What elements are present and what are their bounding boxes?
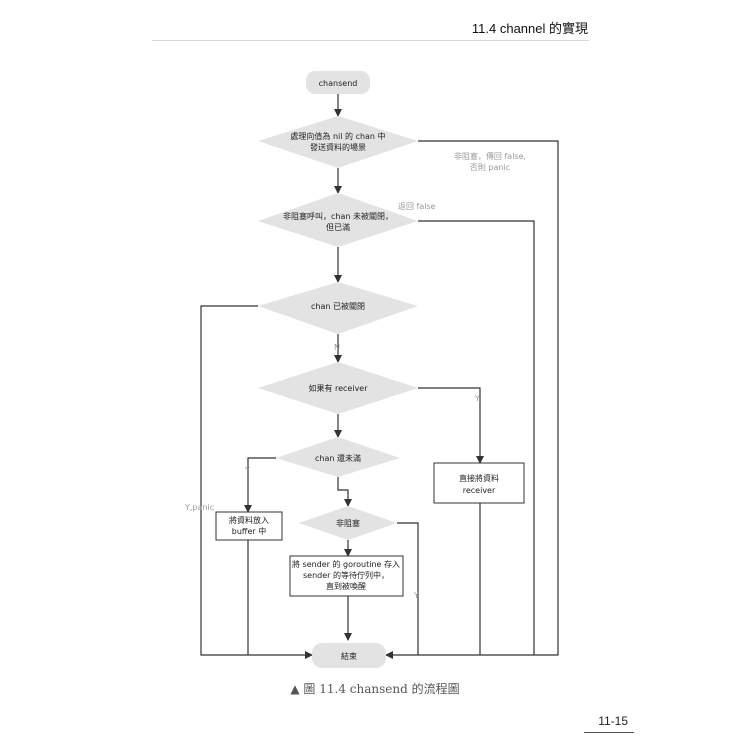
header-divider xyxy=(152,40,589,41)
end-label: 結束 xyxy=(341,651,357,661)
decision-nonblock-full-line1: 非阻塞呼叫，chan 未被關閉， xyxy=(283,211,393,221)
note-nil-line2: 否則 panic xyxy=(470,163,510,172)
page-number: 11-15 xyxy=(598,714,628,728)
decision-nonblock-full: 非阻塞呼叫，chan 未被關閉， 但已滿 xyxy=(258,193,418,247)
decision-nil-chan-line1: 處理向值為 nil 的 chan 中 xyxy=(290,131,385,141)
box-put-buffer-line1: 將資料放入 xyxy=(229,515,269,525)
decision-nonblock-full-line2: 但已滿 xyxy=(326,222,350,232)
connector-lines xyxy=(200,94,559,659)
box-put-buffer-line2: buffer 中 xyxy=(232,526,266,536)
note-return-false: 返回 false xyxy=(398,202,436,211)
decision-nonblocking: 非阻塞 xyxy=(299,506,397,540)
edge-label-y-buffer: Y xyxy=(244,466,250,475)
box-put-buffer: 將資料放入 buffer 中 xyxy=(215,511,283,541)
decision-chan-closed-label: chan 已被關閉 xyxy=(311,301,365,311)
note-nil-line1: 非阻塞，傳回 false, xyxy=(454,151,526,161)
decision-chan-not-full-label: chan 還未滿 xyxy=(315,453,361,463)
decision-nonblocking-label: 非阻塞 xyxy=(336,518,360,528)
decision-chan-not-full: chan 還未滿 xyxy=(276,437,400,477)
box-sender-queue-line2: sender 的等待佇列中， xyxy=(303,570,389,580)
start-label: chansend xyxy=(319,79,358,88)
decision-has-receiver: 如果有 receiver xyxy=(258,362,418,414)
box-sender-queue-line1: 將 sender 的 goroutine 存入 xyxy=(292,559,400,569)
figure-caption: ▲ 圖 11.4 chansend 的流程圖 xyxy=(290,682,460,696)
box-sender-queue: 將 sender 的 goroutine 存入 sender 的等待佇列中， 直… xyxy=(289,555,404,597)
start-node: chansend xyxy=(306,71,370,94)
page-header-title: 11.4 channel 的實現 xyxy=(471,21,588,36)
decision-chan-closed: chan 已被關閉 xyxy=(258,282,418,334)
box-sender-queue-line3: 直到被喚醒 xyxy=(326,581,366,591)
box-direct-receiver: 直接將資料 receiver xyxy=(433,462,525,504)
edge-label-y-panic: Y,panic xyxy=(184,503,214,512)
edge-label-y-nonblock: Y xyxy=(413,591,419,600)
box-direct-receiver-line2: receiver xyxy=(463,486,496,495)
end-node: 結束 xyxy=(312,643,386,668)
decision-nil-chan-line2: 發送資料的場景 xyxy=(310,142,366,152)
box-direct-receiver-line1: 直接將資料 xyxy=(459,473,499,483)
edge-label-y-receiver: Y xyxy=(474,394,480,403)
decision-has-receiver-label: 如果有 receiver xyxy=(308,383,368,393)
page-number-rule xyxy=(584,732,634,733)
decision-nil-chan: 處理向值為 nil 的 chan 中 發送資料的場景 xyxy=(258,116,418,168)
edge-label-n: N xyxy=(334,343,340,352)
